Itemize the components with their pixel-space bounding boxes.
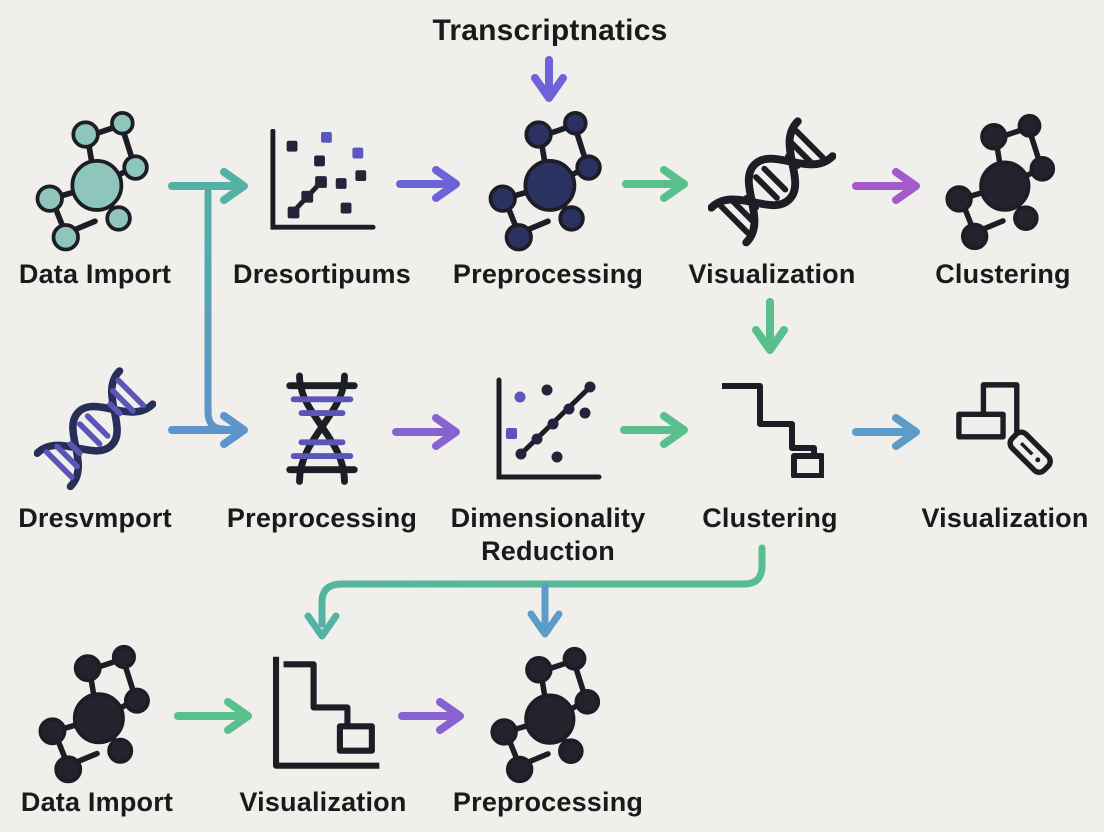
node-r3-data-import: Data Import — [0, 644, 212, 819]
node-label: Data Import — [20, 787, 174, 817]
node-r2-visualization: Visualization — [890, 356, 1104, 535]
node-label: Preprocessing — [452, 787, 644, 817]
diagram-title: Transcriptnatics — [432, 14, 668, 47]
node-r1-dresortipums: Dresortipums — [207, 106, 437, 291]
arrow-branch-to-r3-preprocessing — [527, 582, 563, 638]
descending-steps-icon — [716, 356, 824, 502]
node-r1-data-import: Data Import — [0, 106, 210, 291]
node-label: Preprocessing — [452, 259, 644, 289]
node-r1-preprocessing: Preprocessing — [433, 106, 663, 291]
node-label: Clustering — [702, 503, 838, 533]
node-r2-preprocessing: Preprocessing — [207, 356, 437, 535]
node-label: Visualization — [921, 503, 1089, 533]
node-label: Preprocessing — [226, 503, 418, 533]
node-label: Dresvmport — [18, 503, 172, 533]
node-r1-visualization: Visualization — [657, 106, 887, 291]
arrow-r1-visualization-down — [752, 298, 788, 354]
molecule-network-icon — [32, 644, 162, 786]
arrow-title-down — [531, 56, 567, 102]
frames-probe-icon — [954, 356, 1056, 502]
molecule-network-icon — [482, 106, 614, 258]
molecule-network-icon — [484, 644, 612, 786]
scatter-plot-line-icon — [493, 356, 603, 502]
node-r3-visualization: Visualization — [208, 644, 438, 819]
dna-helix-vertical-icon — [278, 356, 366, 502]
node-r2-dimensionality-reduction: Dimensionality Reduction — [433, 356, 663, 568]
dna-helix-icon — [34, 356, 156, 502]
molecule-network-icon — [29, 106, 161, 258]
node-label: Data Import — [18, 259, 172, 289]
node-label: Dresortipums — [233, 259, 411, 289]
node-r2-dresvmport: Dresvmport — [0, 356, 210, 535]
node-r3-preprocessing: Preprocessing — [433, 644, 663, 819]
scatter-plot-icon — [267, 106, 377, 258]
node-label: Dimensionality Reduction — [450, 503, 646, 566]
molecule-network-icon — [939, 106, 1067, 258]
node-label: Clustering — [935, 259, 1071, 289]
dna-helix-icon — [708, 106, 836, 258]
node-label: Visualization — [688, 259, 856, 289]
step-chart-icon — [261, 644, 385, 786]
node-label: Visualization — [239, 787, 407, 817]
node-r2-clustering: Clustering — [655, 356, 885, 535]
node-r1-clustering: Clustering — [888, 106, 1104, 291]
